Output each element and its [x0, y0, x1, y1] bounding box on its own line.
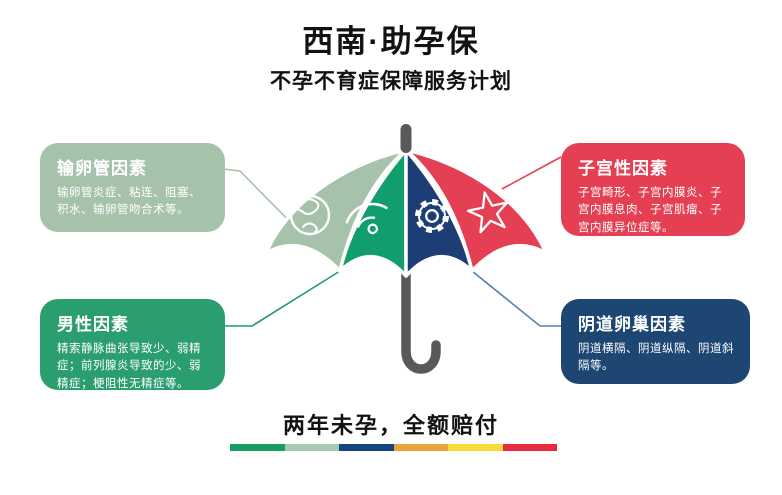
- color-bar-segment-orange: [393, 444, 448, 451]
- umbrella-panel-tubal: [264, 148, 408, 273]
- factor-box-vaginal: 阴道卵巢因素 阴道横隔、阴道纵隔、阴道斜隔等。: [561, 299, 750, 384]
- connector-line-male: [224, 270, 341, 327]
- factor-body: 子宫畸形、子宫内膜炎、子宫内膜息肉、子宫肌瘤、子宫内膜异位症等。: [578, 187, 722, 234]
- factor-title: 输卵管因素: [57, 159, 147, 178]
- factor-box-uterine: 子宫性因素 子宫畸形、子宫内膜炎、子宫内膜息肉、子宫肌瘤、子宫内膜异位症等。: [561, 143, 745, 236]
- umbrella-panel-vaginal: [404, 148, 474, 278]
- footer-color-bar: [230, 444, 557, 451]
- globe-icon: [289, 194, 331, 236]
- factor-title: 子宫性因素: [578, 159, 668, 178]
- factor-box-male: 男性因素 精索静脉曲张导致少、弱精症；前列腺炎导致的少、弱精症；梗阻性无精症等。: [40, 299, 225, 390]
- color-bar-segment-yellow: [448, 444, 503, 451]
- wifi-icon: [345, 202, 388, 235]
- footer-tagline: 两年未孕，全额赔付: [282, 413, 499, 438]
- gear-icon: [415, 199, 449, 233]
- color-bar-segment-green: [230, 444, 285, 451]
- color-bar-segment-navy: [339, 444, 394, 451]
- page-title: 西南·助孕保: [302, 24, 480, 59]
- star-icon: [466, 191, 509, 234]
- color-bar-segment-red: [502, 444, 557, 451]
- umbrella-panel-male: [338, 148, 408, 278]
- connector-line-uterine: [501, 156, 562, 190]
- header: 西南·助孕保 不孕不育症保障服务计划: [0, 24, 782, 95]
- umbrella-shaft: [401, 195, 441, 374]
- umbrella-panel-uterine: [404, 148, 548, 273]
- page-subtitle: 不孕不育症保障服务计划: [270, 69, 512, 93]
- factor-title: 男性因素: [57, 315, 129, 334]
- factor-body: 阴道横隔、阴道纵隔、阴道斜隔等。: [578, 343, 734, 373]
- factor-body: 输卵管炎症、粘连、阻塞、积水、输卵管吻合术等。: [57, 187, 201, 217]
- umbrella-tip: [400, 124, 412, 153]
- connector-line-vaginal: [471, 270, 562, 327]
- factor-title: 阴道卵巢因素: [578, 315, 686, 334]
- color-bar-segment-sage: [284, 444, 339, 451]
- factor-body: 精索静脉曲张导致少、弱精症；前列腺炎导致的少、弱精症；梗阻性无精症等。: [57, 343, 201, 390]
- factor-box-tubal: 输卵管因素 输卵管炎症、粘连、阻塞、积水、输卵管吻合术等。: [40, 143, 225, 232]
- connector-line-tubal: [222, 168, 301, 233]
